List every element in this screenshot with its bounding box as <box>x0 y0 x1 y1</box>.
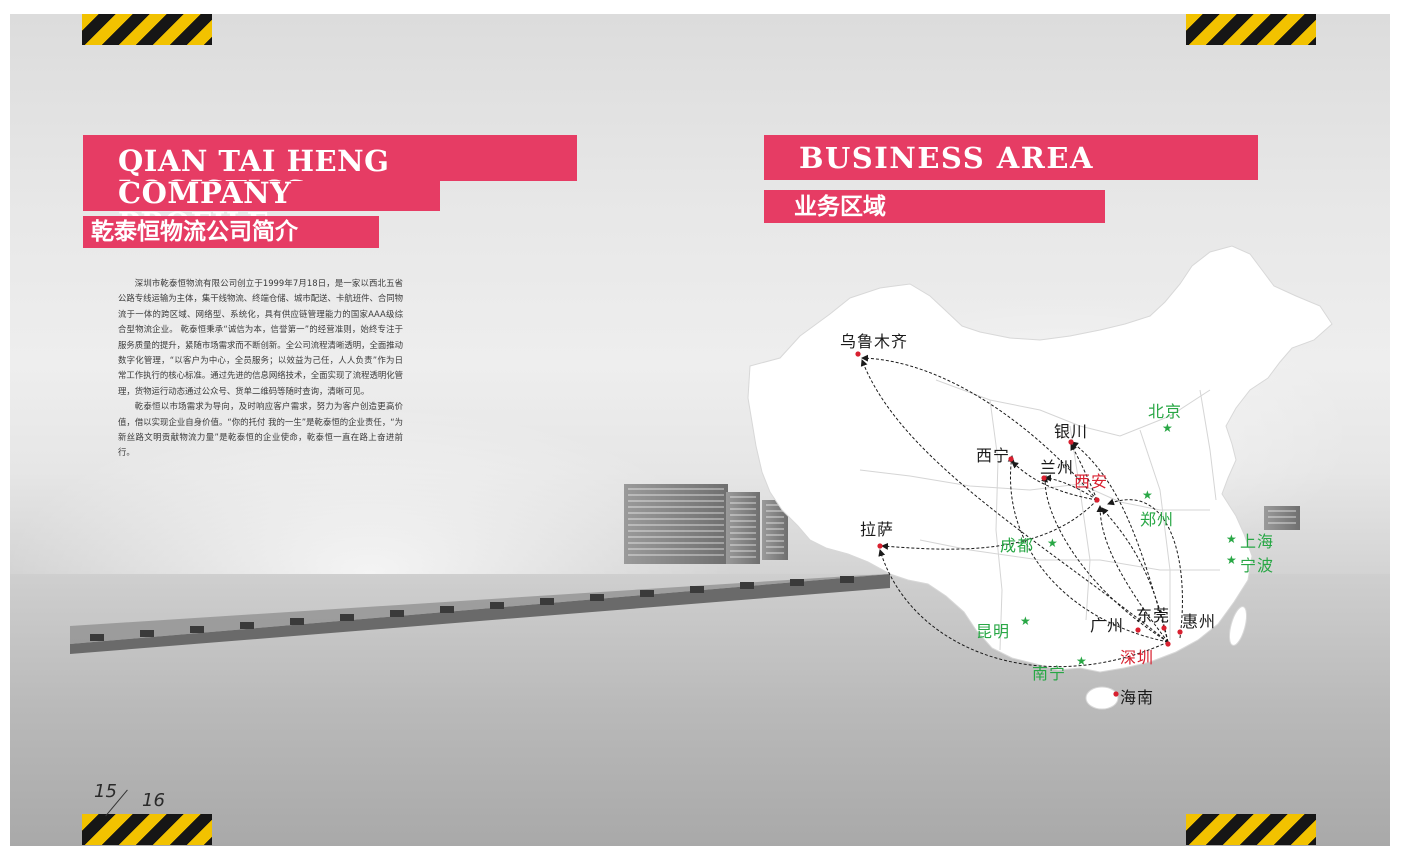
city-label-urumqi: 乌鲁木齐 <box>840 332 909 351</box>
city-label-shenzhen: 深圳 <box>1120 648 1155 667</box>
profile-paragraph: 深圳市乾泰恒物流有限公司创立于1999年7月18日，是一家以西北五省公路专线运输… <box>118 278 403 396</box>
city-label-xining: 西宁 <box>976 446 1011 465</box>
city-label-chengdu: 成都 <box>1000 536 1035 555</box>
city-label-shanghai: 上海 <box>1240 532 1275 551</box>
city-label-kunming: 昆明 <box>976 622 1011 641</box>
hazard-stripe-top-right <box>1186 14 1316 45</box>
branch-star-icon: ★ <box>1020 614 1032 628</box>
branch-star-icon: ★ <box>1226 532 1238 546</box>
hazard-stripe-bottom-left <box>82 814 212 845</box>
warehouse-building <box>1264 506 1300 530</box>
city-label-xian: 西安 <box>1074 472 1109 491</box>
hazard-stripe-bottom-right <box>1186 814 1316 845</box>
china-map: 乌鲁木齐 拉萨 西宁 兰州 银川 西安 北京 ★ ★ 郑州 成都 ★ ★ 上海 … <box>740 240 1380 720</box>
profile-title-band-1: QIAN TAI HENG LOGISTICS <box>83 135 577 206</box>
business-area-zh-band: 业务区域 <box>764 190 1105 223</box>
branch-star-icon: ★ <box>1142 488 1154 502</box>
profile-title-zh-band: 乾泰恒物流公司简介 <box>83 216 379 248</box>
city-label-huizhou: 惠州 <box>1182 612 1217 631</box>
loading-dock-track <box>70 574 890 654</box>
china-map-shape <box>747 245 1333 710</box>
business-area-title-zh: 业务区域 <box>794 194 886 220</box>
profile-title-zh: 乾泰恒物流公司简介 <box>91 219 298 245</box>
warehouse-building <box>624 484 728 564</box>
branch-star-icon: ★ <box>1226 553 1238 567</box>
city-label-hainan: 海南 <box>1120 688 1155 707</box>
profile-body: 深圳市乾泰恒物流有限公司创立于1999年7月18日，是一家以西北五省公路专线运输… <box>118 276 403 461</box>
page-number-left: 15 <box>94 781 117 802</box>
warehouse-building <box>726 492 760 564</box>
profile-title-band-2: COMPANY PROFILE <box>83 178 440 238</box>
page-number-right: 16 <box>142 790 165 811</box>
city-label-lhasa: 拉萨 <box>860 520 895 539</box>
city-label-beijing: 北京 <box>1148 402 1183 421</box>
branch-star-icon: ★ <box>1076 654 1088 668</box>
business-area-title: BUSINESS AREA <box>799 141 1094 175</box>
branch-star-icon: ★ <box>1162 421 1174 435</box>
profile-paragraph: 乾泰恒以市场需求为导向，及时响应客户需求，努力为客户创造更高价值，借以实现企业自… <box>118 401 403 458</box>
city-label-dongguan: 东莞 <box>1136 606 1171 625</box>
business-area-title-band: BUSINESS AREA <box>764 135 1258 180</box>
city-label-ningbo: 宁波 <box>1240 556 1275 575</box>
city-label-lanzhou: 兰州 <box>1040 458 1075 477</box>
city-label-nanning: 南宁 <box>1032 664 1067 683</box>
branch-star-icon: ★ <box>1047 536 1059 550</box>
city-label-zhengzhou: 郑州 <box>1140 510 1175 529</box>
hazard-stripe-top-left <box>82 14 212 45</box>
city-label-guangzhou: 广州 <box>1090 616 1125 635</box>
city-label-yinchuan: 银川 <box>1054 422 1089 441</box>
